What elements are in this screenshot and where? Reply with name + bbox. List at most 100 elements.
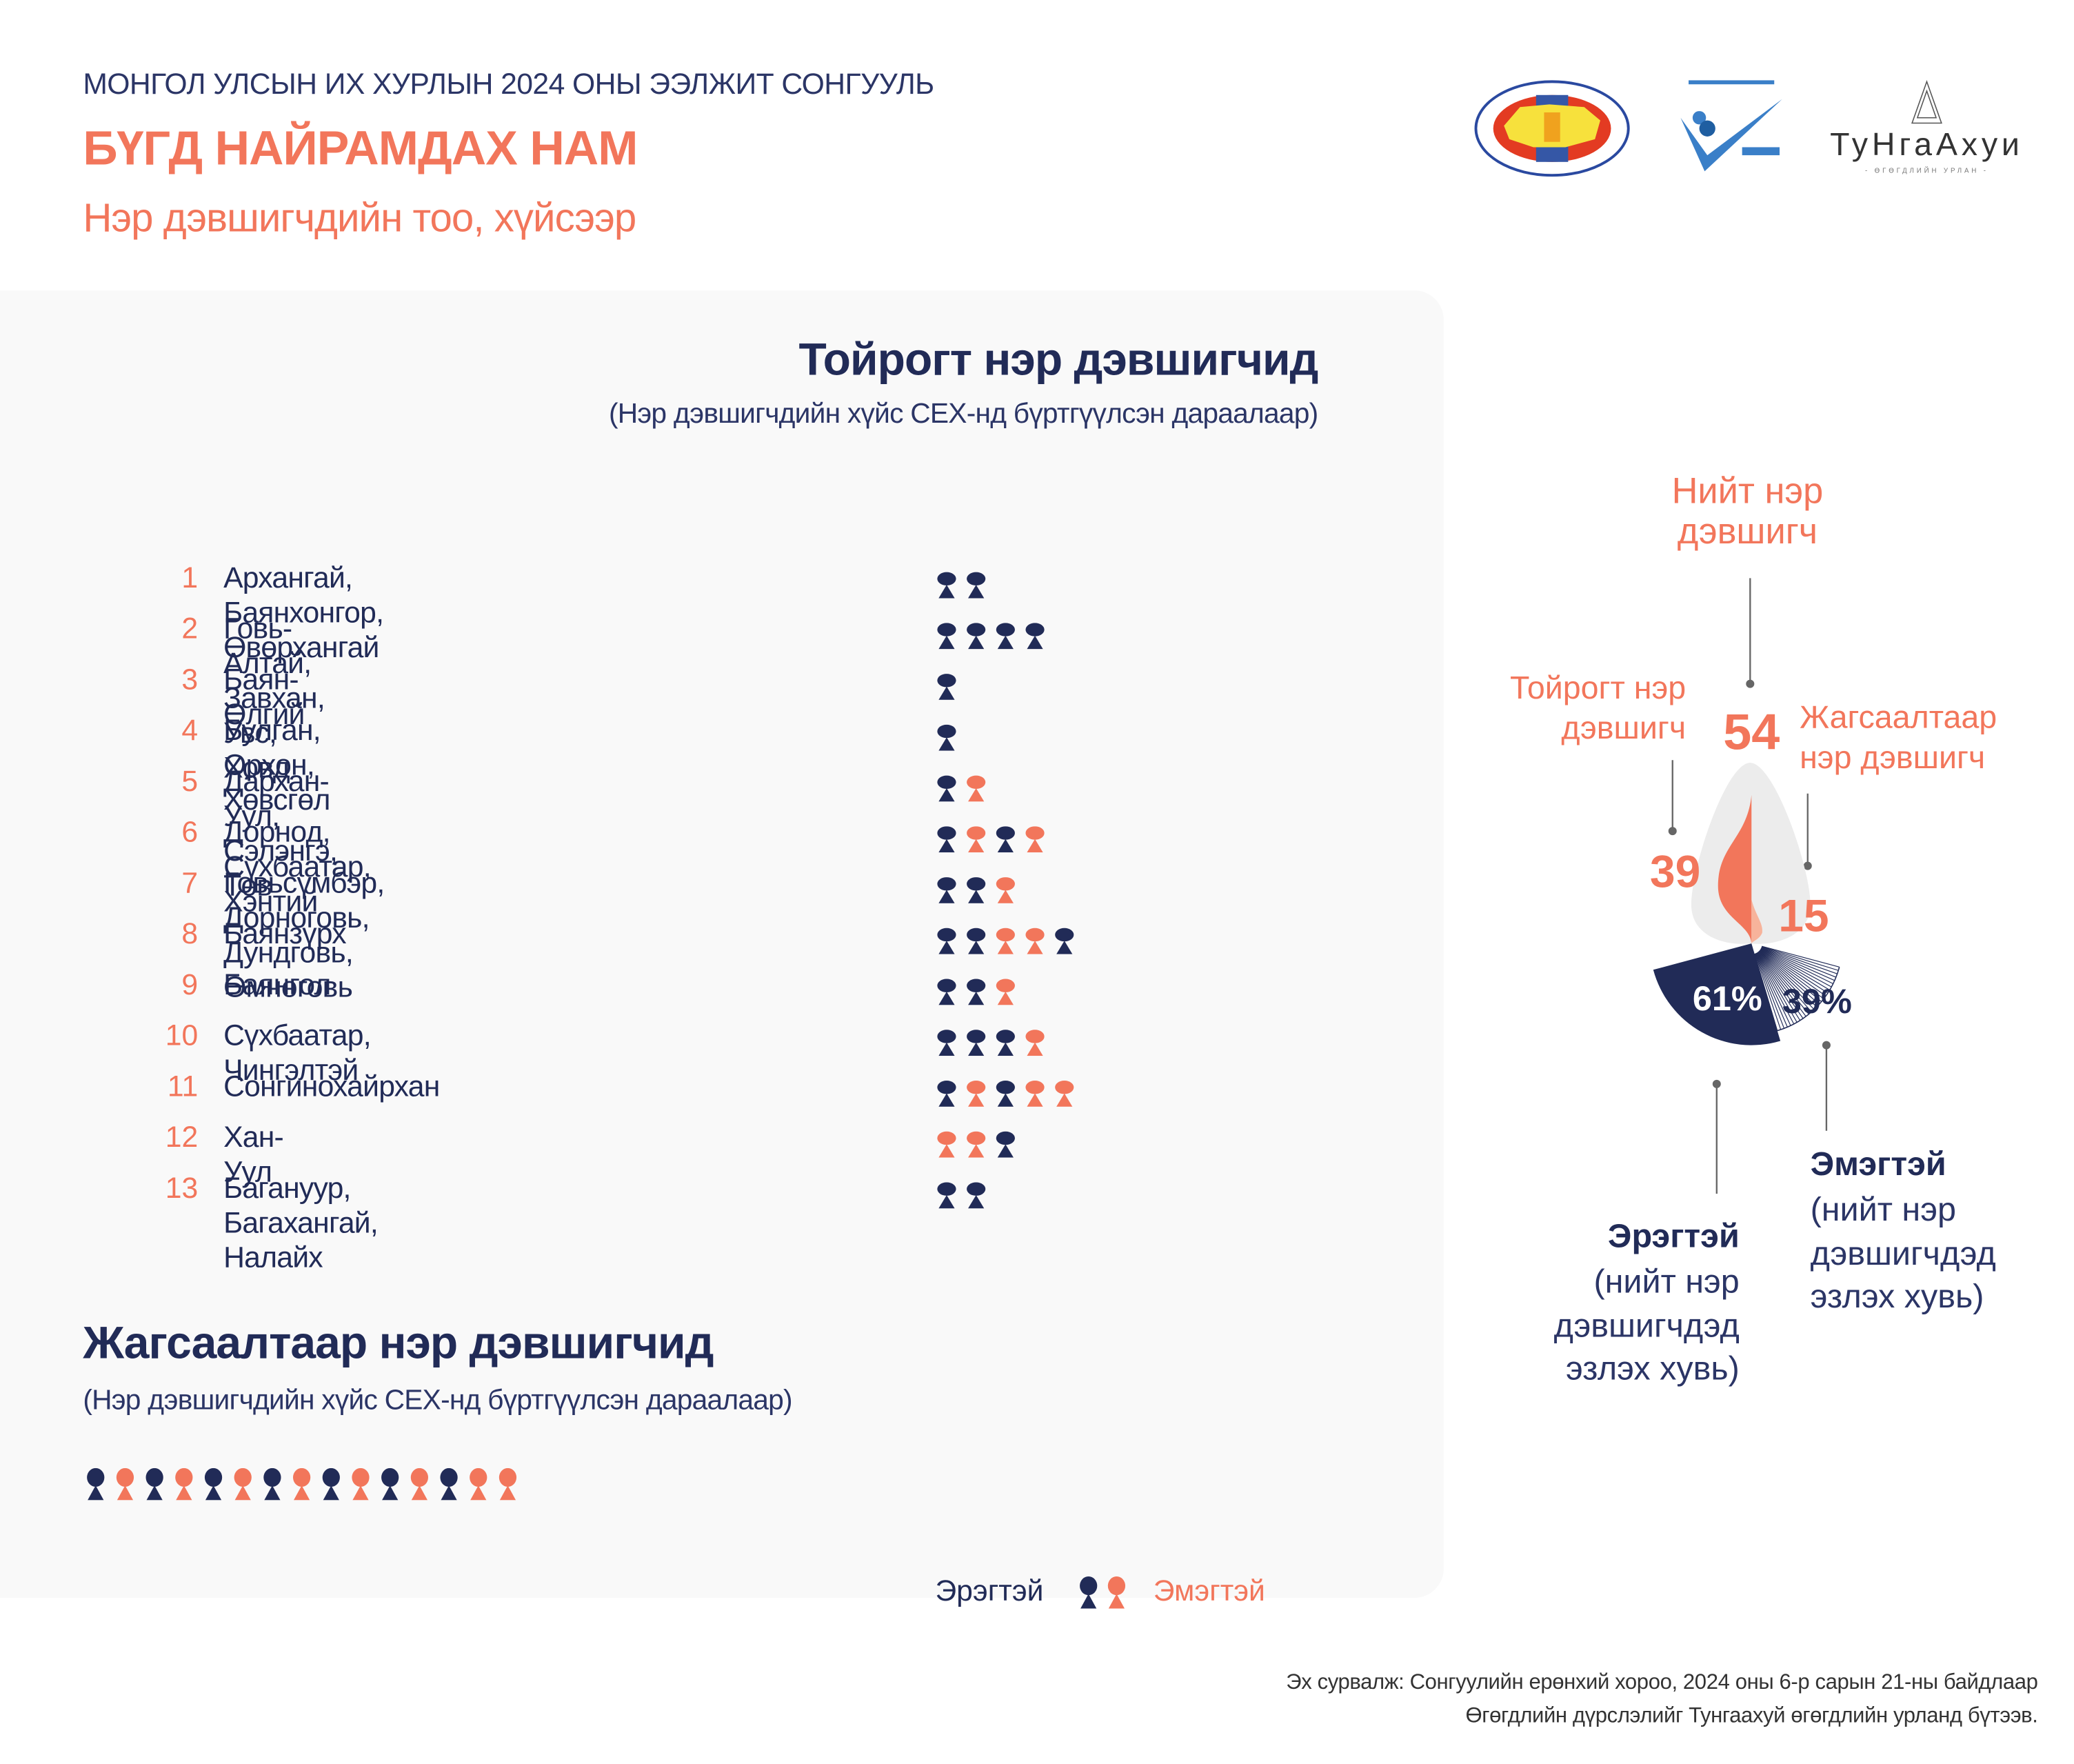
district-number: 1 (181, 561, 199, 594)
chart-panel (0, 290, 1444, 1598)
list-flame (1751, 899, 1762, 944)
legend-male-label: Эрэгтэй (935, 1574, 1044, 1607)
district-name: Дархан-Уул, Сэлэнгэ, Төв (223, 764, 338, 902)
female-candidate-icon (1025, 928, 1045, 954)
page-subtitle: Нэр дэвшигчдийн тоо, хүйсээр (83, 197, 636, 241)
female-candidate-icon (1025, 826, 1045, 853)
svg-text:ТуНгаАхуи: ТуНгаАхуи (1830, 126, 2024, 162)
legend-female-label: Эмэгтэй (1153, 1574, 1265, 1607)
female-candidate-icon (1025, 1030, 1045, 1056)
male-candidate-icon (937, 979, 956, 1005)
female-note-line: эзлэх хувь) (1811, 1278, 1984, 1315)
male-candidate-icon (937, 877, 956, 903)
male-leader-dot (1712, 1079, 1721, 1088)
tungaahui-logo: ТуНгаАхуи - ӨГӨГДЛИЙН УРЛАН - (1830, 80, 2024, 174)
male-candidate-icon (996, 1131, 1015, 1158)
district-name: Говь-Алтай, Завхан, Увс, Ховд (223, 611, 325, 785)
male-candidate-icon (996, 826, 1015, 853)
district-number: 8 (181, 916, 199, 950)
total-label-2: дэвшигч (1678, 512, 1818, 552)
party-list-icons (85, 1467, 518, 1501)
district-title: Тойрогт нэр дэвшигчид (798, 334, 1319, 385)
district-candidate-icons (936, 673, 956, 700)
credit-note: Өгөгдлийн дүрслэлийг Тунгаахуй өгөгдлийн… (1465, 1705, 2038, 1728)
district-candidate-icons (936, 928, 1074, 954)
female-candidate-icon (967, 1131, 986, 1158)
male-note-title: Эрэгтэй (1608, 1218, 1740, 1255)
district-name: Баян-Өлгий (223, 662, 305, 731)
district-candidate-icons (936, 1182, 986, 1209)
list-leader-dot (1803, 861, 1812, 870)
district-candidate-icons (936, 572, 986, 599)
district-name: Говьсүмбэр, Дорноговь, Дундговь, Өмнөгов… (223, 865, 385, 1004)
male-percent: 61% (1693, 979, 1762, 1018)
svg-text:- ӨГӨГДЛИЙН УРЛАН -: - ӨГӨГДЛИЙН УРЛАН - (1865, 166, 1989, 174)
male-share-slice (1653, 943, 1781, 1045)
male-candidate-icon (937, 775, 956, 802)
male-candidate-icon (937, 928, 956, 954)
female-candidate-icon (967, 1081, 986, 1107)
female-candidate-icon (1025, 1081, 1045, 1107)
female-candidate-icon (352, 1467, 370, 1501)
male-candidate-icon (937, 623, 956, 650)
female-candidate-icon (1107, 1576, 1126, 1609)
male-note-line: (нийт нэр (1593, 1263, 1739, 1301)
district-name: Сүхбаатар, Чингэлтэй (223, 1018, 372, 1087)
female-candidate-icon (116, 1467, 134, 1501)
female-share-slice (1754, 945, 1840, 1032)
male-candidate-icon (204, 1467, 223, 1501)
district-number: 13 (165, 1171, 199, 1205)
district-name: Баянзүрх (223, 916, 347, 950)
district-candidate-icons (936, 1131, 1015, 1158)
district-candidate-icons (936, 979, 1015, 1005)
female-percent: 39% (1782, 981, 1852, 1021)
male-candidate-icon (381, 1467, 399, 1501)
male-candidate-icon (937, 1081, 956, 1107)
female-candidate-icon (996, 877, 1015, 903)
party-list-title: Жагсаалтаар нэр дэвшигчид (83, 1318, 714, 1370)
male-candidate-icon (440, 1467, 458, 1501)
male-candidate-icon (1055, 928, 1074, 954)
male-candidate-icon (967, 572, 986, 599)
male-candidate-icon (263, 1467, 281, 1501)
district-number: 2 (181, 611, 199, 645)
female-candidate-icon (937, 1131, 956, 1158)
district-flame (1718, 794, 1752, 944)
gender-pie (1653, 943, 1840, 1045)
district-number: 11 (167, 1069, 199, 1103)
district-candidate-icons (936, 876, 1015, 903)
male-candidate-icon (996, 623, 1015, 650)
male-note-line: эзлэх хувь) (1566, 1350, 1740, 1387)
total-label-1: Нийт нэр (1672, 472, 1824, 512)
female-candidate-icon (499, 1467, 517, 1501)
district-number: 6 (181, 814, 199, 849)
male-candidate-icon (1025, 623, 1045, 650)
female-candidate-icon (410, 1467, 428, 1501)
district-name: Архангай, Баянхонгор, Өвөрхангай (223, 561, 384, 664)
male-candidate-icon (967, 623, 986, 650)
male-candidate-icon (967, 1182, 986, 1209)
male-candidate-icon (967, 877, 986, 903)
list-label-2: нэр дэвшигч (1800, 739, 1985, 775)
female-candidate-icon (996, 928, 1015, 954)
male-candidate-icon (937, 826, 956, 853)
district-number: 3 (181, 662, 199, 696)
male-candidate-icon (967, 928, 986, 954)
page-title: БҮГД НАЙРАМДАХ НАМ (83, 120, 638, 176)
district-candidate-icons (936, 622, 1045, 650)
total-value: 54 (1723, 703, 1780, 761)
male-candidate-icon (145, 1467, 163, 1501)
district-candidate-icons (936, 1029, 1045, 1056)
legend-icons (1078, 1576, 1127, 1609)
female-candidate-icon (1055, 1081, 1074, 1107)
male-candidate-icon (937, 724, 956, 751)
list-label-1: Жагсаалтаар (1800, 699, 1997, 735)
male-candidate-icon (937, 674, 956, 700)
district-number: 10 (165, 1018, 199, 1052)
district-number: 9 (181, 968, 199, 1001)
female-candidate-icon (470, 1467, 487, 1501)
district-name: Багануур, Багахангай, Налайх (223, 1171, 379, 1274)
district-name: Сонгинохайрхан (223, 1069, 440, 1103)
district-value: 39 (1650, 846, 1700, 897)
